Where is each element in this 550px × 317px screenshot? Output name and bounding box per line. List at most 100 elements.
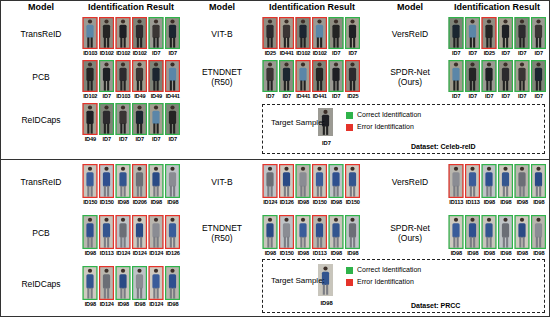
person-thumbnail [465, 17, 480, 49]
id-label: ID7 [327, 50, 346, 57]
person-thumbnail [116, 17, 131, 49]
person-thumbnail [312, 17, 327, 49]
person-thumbnail [515, 17, 530, 49]
column-header: Model [360, 2, 460, 12]
id-label: ID124 [147, 301, 166, 308]
section-divider [0, 159, 550, 160]
person-thumbnail [99, 266, 114, 300]
person-thumbnail [83, 103, 98, 135]
id-label: ID441 [164, 93, 183, 100]
person-thumbnail [263, 60, 278, 92]
legend-swatch [346, 124, 353, 131]
person-thumbnail [263, 164, 278, 198]
person-thumbnail [449, 215, 464, 249]
person-thumbnail [312, 60, 327, 92]
id-label: ID441 [278, 50, 297, 57]
id-label: ID98 [513, 199, 532, 206]
id-label: ID98 [447, 250, 466, 257]
person-thumbnail [482, 17, 497, 49]
person-thumbnail [116, 164, 131, 198]
id-label: ID7 [530, 50, 549, 57]
person-thumbnail [449, 60, 464, 92]
id-label: ID441 [294, 93, 313, 100]
model-name: ReIDCaps [16, 279, 66, 289]
id-label: ID7 [464, 50, 483, 57]
person-thumbnail [296, 17, 311, 49]
person-thumbnail [83, 164, 98, 198]
person-thumbnail [279, 60, 294, 92]
person-thumbnail [83, 215, 98, 249]
id-label: ID98 [480, 250, 499, 257]
id-label: ID441 [311, 93, 330, 100]
person-thumbnail [498, 164, 513, 198]
person-thumbnail [149, 17, 164, 49]
person-thumbnail [498, 17, 513, 49]
person-thumbnail [482, 60, 497, 92]
person-thumbnail [132, 215, 147, 249]
person-thumbnail [149, 60, 164, 92]
person-thumbnail [531, 215, 546, 249]
person-thumbnail [99, 103, 114, 135]
person-thumbnail [132, 60, 147, 92]
person-thumbnail [263, 215, 278, 249]
id-label: ID113 [98, 250, 117, 257]
id-label: ID103 [81, 50, 100, 57]
person-thumbnail [99, 60, 114, 92]
id-label: ID98 [480, 199, 499, 206]
id-label: ID7 [278, 93, 297, 100]
model-name: VIT-B [197, 29, 247, 39]
id-label: ID98 [327, 199, 346, 206]
person-thumbnail [296, 164, 311, 198]
person-thumbnail [531, 17, 546, 49]
id-label: ID102 [81, 93, 100, 100]
target-label: Target Sample: [271, 276, 319, 286]
person-thumbnail [465, 164, 480, 198]
id-label: ID7 [497, 93, 516, 100]
person-thumbnail [165, 164, 180, 198]
id-label: ID25 [480, 50, 499, 57]
person-thumbnail [99, 215, 114, 249]
person-thumbnail [83, 266, 98, 300]
person-thumbnail [132, 164, 147, 198]
id-label: ID7 [480, 93, 499, 100]
person-thumbnail [149, 164, 164, 198]
person-thumbnail [83, 17, 98, 49]
model-name: SPDR-Net (Ours) [385, 67, 435, 87]
person-thumbnail [165, 215, 180, 249]
person-thumbnail [116, 266, 131, 300]
person-thumbnail [531, 164, 546, 198]
column-header: Model [0, 2, 91, 12]
id-label: ID7 [98, 93, 117, 100]
id-label: ID124 [261, 199, 280, 206]
person-thumbnail [296, 60, 311, 92]
person-thumbnail [318, 108, 333, 136]
id-label: ID98 [294, 250, 313, 257]
dataset-name: Dataset: Celeb-reID [411, 142, 541, 152]
column-header: Identification Result [81, 2, 181, 12]
model-name: PCB [16, 72, 66, 82]
person-thumbnail [116, 60, 131, 92]
id-label: ID150 [98, 199, 117, 206]
id-label: ID98 [344, 250, 363, 257]
id-label: ID7 [147, 50, 166, 57]
column-header: Identification Result [262, 2, 362, 12]
person-thumbnail [83, 60, 98, 92]
person-thumbnail [165, 266, 180, 300]
id-label: ID98 [81, 250, 100, 257]
person-thumbnail [279, 164, 294, 198]
id-label: ID98 [513, 250, 532, 257]
id-label: ID102 [114, 50, 133, 57]
legend-swatch [346, 112, 353, 119]
id-label: ID7 [497, 50, 516, 57]
id-label: ID49 [131, 93, 150, 100]
id-label: ID7 [464, 93, 483, 100]
id-label: ID98 [294, 199, 313, 206]
id-label: ID150 [311, 199, 330, 206]
column-header: Model [172, 2, 272, 12]
legend-swatch [346, 267, 353, 274]
id-label: ID7 [98, 136, 117, 143]
id-label: ID49 [147, 93, 166, 100]
id-label: ID124 [147, 250, 166, 257]
id-label: ID206 [131, 199, 150, 206]
